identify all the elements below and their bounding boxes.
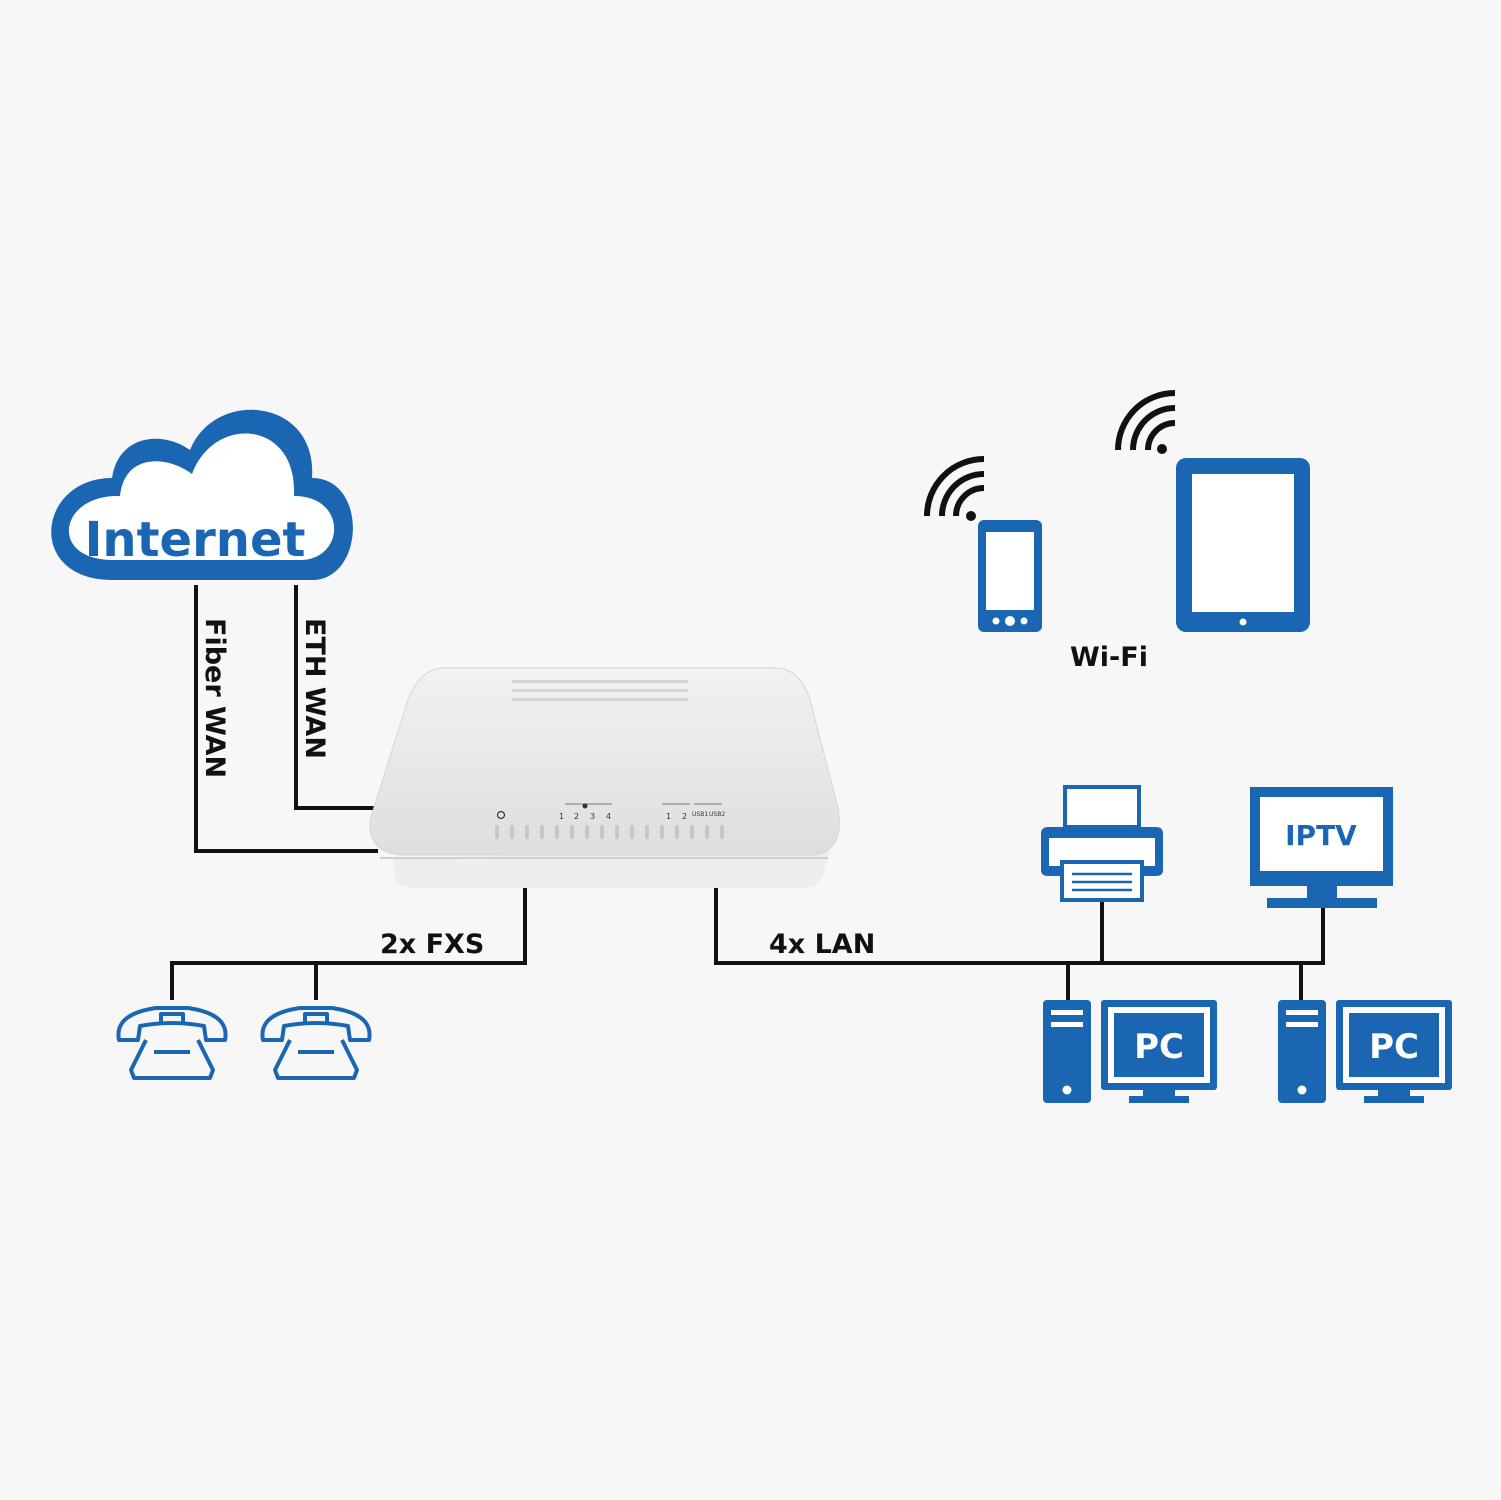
lan-line xyxy=(714,886,1325,965)
eth-wan-line xyxy=(294,585,374,810)
lan4-led-label: 4 xyxy=(606,812,611,821)
connection-lines xyxy=(170,585,1325,1000)
router-indicator-labels: 1 2 3 4 1 2 USB1 USB2 xyxy=(496,803,725,821)
pc-label: PC xyxy=(1369,1027,1419,1067)
power-icon xyxy=(496,810,506,820)
tablet-icon xyxy=(1176,458,1310,632)
wifi-signal-icon xyxy=(924,456,985,521)
pc-label: PC xyxy=(1134,1027,1184,1067)
usb1-led-label: USB1 xyxy=(692,811,708,818)
lan1-led-label: 1 xyxy=(559,812,564,821)
lan-label: 4x LAN xyxy=(769,929,875,960)
fiber-wan-line xyxy=(194,585,378,853)
iptv-label: IPTV xyxy=(1285,819,1357,852)
printer-icon xyxy=(1041,785,1163,902)
tel2-led-label: 2 xyxy=(682,812,687,821)
usb2-led-label: USB2 xyxy=(709,811,725,818)
lan3-led-label: 3 xyxy=(590,812,595,821)
desktop-pc-icon: PC xyxy=(1043,1000,1217,1103)
lan2-led-label: 2 xyxy=(574,812,579,821)
fxs-label: 2x FXS xyxy=(380,929,484,960)
telephone-icon xyxy=(116,1006,228,1080)
internet-cloud-icon: Internet xyxy=(51,409,353,580)
router-led-vents xyxy=(495,825,724,839)
wifi-label: Wi-Fi xyxy=(1070,642,1148,673)
internet-label: Internet xyxy=(85,512,306,568)
fxs-line xyxy=(170,886,527,1000)
monitor-icon: IPTV xyxy=(1250,787,1393,908)
desktop-pc-icon: PC xyxy=(1278,1000,1452,1103)
fiber-wan-label: Fiber WAN xyxy=(199,618,230,778)
wifi-signal-icon xyxy=(1115,390,1176,454)
eth-wan-label: ETH WAN xyxy=(299,618,330,759)
router-device: 1 2 3 4 1 2 USB1 USB2 xyxy=(369,667,840,888)
router-vent xyxy=(512,680,688,701)
smartphone-icon xyxy=(978,520,1042,632)
tel1-led-label: 1 xyxy=(666,812,671,821)
telephone-icon xyxy=(260,1006,372,1080)
lan-group-icon xyxy=(582,803,588,809)
